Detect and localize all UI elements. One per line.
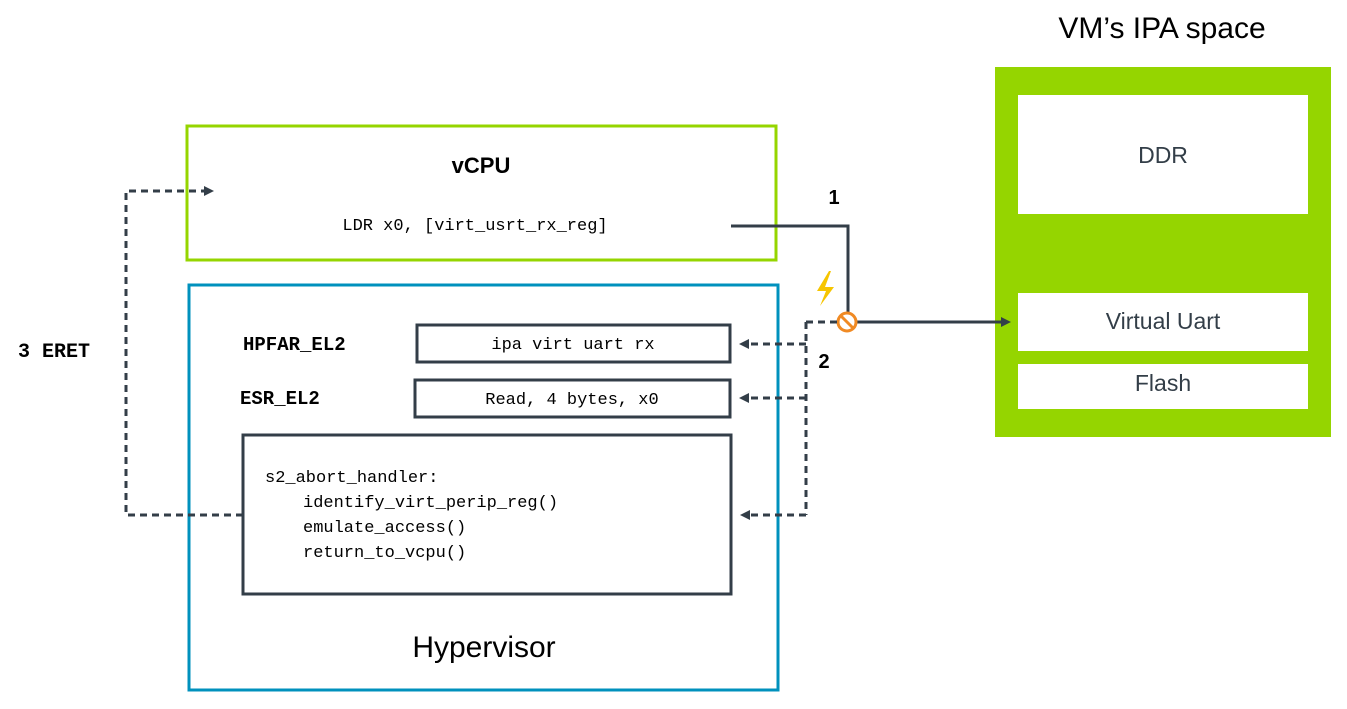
step-1-label: 1: [828, 187, 839, 209]
step-3-label: 3 ERET: [18, 341, 90, 364]
handler-line: emulate_access(): [303, 519, 466, 538]
virtual-uart-label: Virtual Uart: [1106, 308, 1221, 334]
esr-value-box: [413, 378, 732, 419]
step-2-label: 2: [818, 351, 829, 373]
hpfar-value-box: [415, 323, 732, 364]
virtual-uart-region: [1018, 293, 1308, 351]
handler-line: s2_abort_handler:: [265, 469, 438, 488]
lightning-icon: [817, 271, 834, 306]
vcpu-box: [185, 124, 778, 262]
vcpu-title: vCPU: [452, 153, 511, 178]
hypervisor-title: Hypervisor: [412, 631, 555, 664]
handler-line: identify_virt_perip_reg(): [303, 494, 558, 513]
fault-icon: [836, 311, 858, 333]
esr-value: Read, 4 bytes, x0: [485, 391, 658, 410]
ipa-space-title: VM’s IPA space: [1058, 12, 1265, 45]
esr-register-label: ESR_EL2: [240, 388, 320, 410]
abort-handler-box: [241, 433, 733, 596]
access-path-line: [731, 224, 850, 322]
ddr-label: DDR: [1138, 142, 1188, 168]
hpfar-register-label: HPFAR_EL2: [243, 334, 346, 356]
handler-line: return_to_vcpu(): [303, 544, 466, 563]
flash-label: Flash: [1135, 370, 1191, 396]
vcpu-instruction: LDR x0, [virt_usrt_rx_reg]: [342, 217, 607, 236]
ddr-region: [1018, 95, 1308, 214]
flash-region: [1018, 364, 1308, 409]
eret-label-bg: [14, 334, 114, 364]
hpfar-value: ipa virt uart rx: [491, 336, 654, 355]
eret-return-arrow: [124, 186, 243, 517]
